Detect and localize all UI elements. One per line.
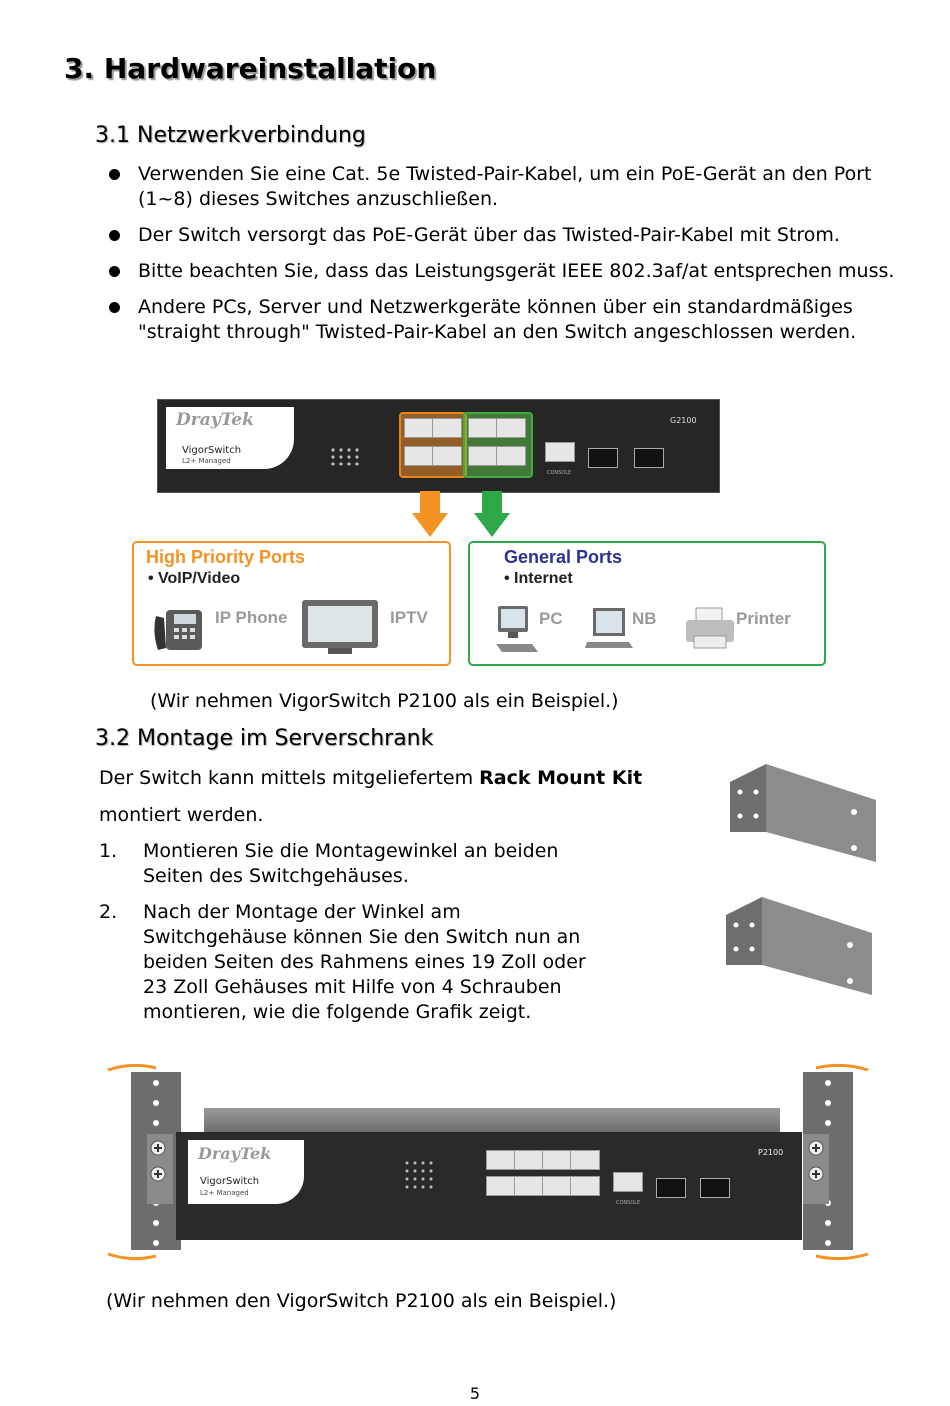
green-arrow-icon <box>474 491 510 537</box>
device-label-printer: Printer <box>736 609 791 628</box>
step-item: 1.Montieren Sie die Montagewinkel an bei… <box>99 840 559 887</box>
ethernet-port <box>570 1150 600 1170</box>
bullet-list: Verwenden Sie eine Cat. 5e Twisted-Pair-… <box>106 162 896 356</box>
switch-model: G2100 <box>670 416 697 425</box>
bullet-item: Bitte beachten Sie, dass das Leistungsge… <box>106 259 896 284</box>
console-port <box>545 442 575 462</box>
rail-hole <box>825 1080 831 1086</box>
rail-hole <box>825 1120 831 1126</box>
caption-example-2: (Wir nehmen den VigorSwitch P2100 als ei… <box>106 1290 617 1312</box>
rail-hole <box>153 1220 159 1226</box>
high-priority-panel <box>132 541 451 666</box>
rack-orange-curves <box>107 1063 869 1261</box>
device-label-pc: PC <box>539 609 563 628</box>
switch-product-name: VigorSwitch <box>182 445 242 456</box>
bullet-item: Andere PCs, Server und Netzwerkgeräte kö… <box>106 295 896 345</box>
ethernet-port <box>542 1176 572 1196</box>
iptv-icon <box>302 600 378 654</box>
rack-draytek-logo: DrayTek <box>198 1144 272 1163</box>
ethernet-port <box>468 418 498 438</box>
bullet-item: Der Switch versorgt das PoE-Gerät über d… <box>106 223 896 248</box>
ethernet-port <box>404 446 434 466</box>
sfp-port <box>700 1178 730 1198</box>
bullet-dot-icon <box>109 230 120 241</box>
step-item: 2.Nach der Montage der Winkel am Switchg… <box>99 901 586 1023</box>
console-port <box>613 1172 643 1192</box>
rack-intro-line-2: montiert werden. <box>99 804 264 826</box>
page-heading: 3. Hardwareinstallation <box>64 52 437 85</box>
ethernet-port <box>486 1176 516 1196</box>
rack-switch-model: P2100 <box>758 1148 784 1157</box>
rack-led-indicators <box>405 1161 433 1189</box>
mounting-bracket-image <box>730 764 876 862</box>
ethernet-port <box>468 446 498 466</box>
rail-hole <box>825 1220 831 1226</box>
draytek-logo: DrayTek <box>176 410 254 430</box>
caption-example-1: (Wir nehmen VigorSwitch P2100 als ein Be… <box>150 690 619 712</box>
ip-phone-icon <box>154 610 202 650</box>
ethernet-port <box>514 1176 544 1196</box>
rack-mount-kit-term: Rack Mount Kit <box>479 767 643 789</box>
rack-console-label: CONSOLE <box>616 1200 641 1206</box>
high-priority-item: • VoIP/Video <box>148 570 241 587</box>
device-label-iptv: IPTV <box>390 608 428 627</box>
ethernet-port <box>432 446 462 466</box>
general-ports-item: • Internet <box>504 570 573 587</box>
ethernet-port <box>570 1176 600 1196</box>
pc-icon <box>496 606 538 652</box>
rack-switch-product-sub: L2+ Managed <box>200 1189 249 1197</box>
ethernet-port <box>496 446 526 466</box>
ethernet-port <box>486 1150 516 1170</box>
switch-product-sub: L2+ Managed <box>182 457 231 465</box>
bullet-dot-icon <box>109 169 120 180</box>
bullet-item: Verwenden Sie eine Cat. 5e Twisted-Pair-… <box>106 162 896 212</box>
sfp-port <box>588 448 618 468</box>
screw-icon <box>150 1140 166 1182</box>
rail-hole <box>825 1240 831 1246</box>
rack-intro-line: Der Switch kann mittels mitgeliefertem R… <box>99 767 643 789</box>
rack-switch-top-edge <box>204 1108 780 1134</box>
switch-label-plate <box>166 407 294 469</box>
printer-icon <box>686 607 734 649</box>
bullet-dot-icon <box>109 302 120 313</box>
rail-hole <box>153 1100 159 1106</box>
ethernet-port <box>542 1150 572 1170</box>
ethernet-port <box>514 1150 544 1170</box>
sfp-port <box>656 1178 686 1198</box>
rail-hole <box>825 1100 831 1106</box>
screw-icon <box>808 1140 824 1182</box>
notebook-icon <box>585 608 633 648</box>
device-label-nb: NB <box>632 609 657 628</box>
sfp-port <box>634 448 664 468</box>
console-label: CONSOLE <box>547 470 572 476</box>
high-priority-title: High Priority Ports <box>146 547 306 567</box>
rack-switch-label-plate <box>188 1140 304 1204</box>
section-title-rack: 3.2 Montage im Serverschrank <box>95 726 434 751</box>
page-number: 5 <box>469 1384 481 1403</box>
ethernet-port <box>404 418 434 438</box>
orange-arrow-icon <box>412 491 448 537</box>
rail-hole <box>153 1120 159 1126</box>
steps-list: 1.Montieren Sie die Montagewinkel an bei… <box>99 839 599 1036</box>
rack-switch-product: VigorSwitch <box>200 1176 260 1187</box>
device-label-ip-phone: IP Phone <box>215 608 288 627</box>
ethernet-port <box>496 418 526 438</box>
rail-hole <box>153 1080 159 1086</box>
section-title-network: 3.1 Netzwerkverbindung <box>95 123 366 148</box>
ethernet-port <box>432 418 462 438</box>
general-ports-panel <box>468 541 826 666</box>
bullet-dot-icon <box>109 266 120 277</box>
rail-hole <box>153 1240 159 1246</box>
led-indicators <box>331 448 359 466</box>
general-ports-title: General Ports <box>504 547 623 567</box>
mounting-bracket-image <box>726 897 872 995</box>
